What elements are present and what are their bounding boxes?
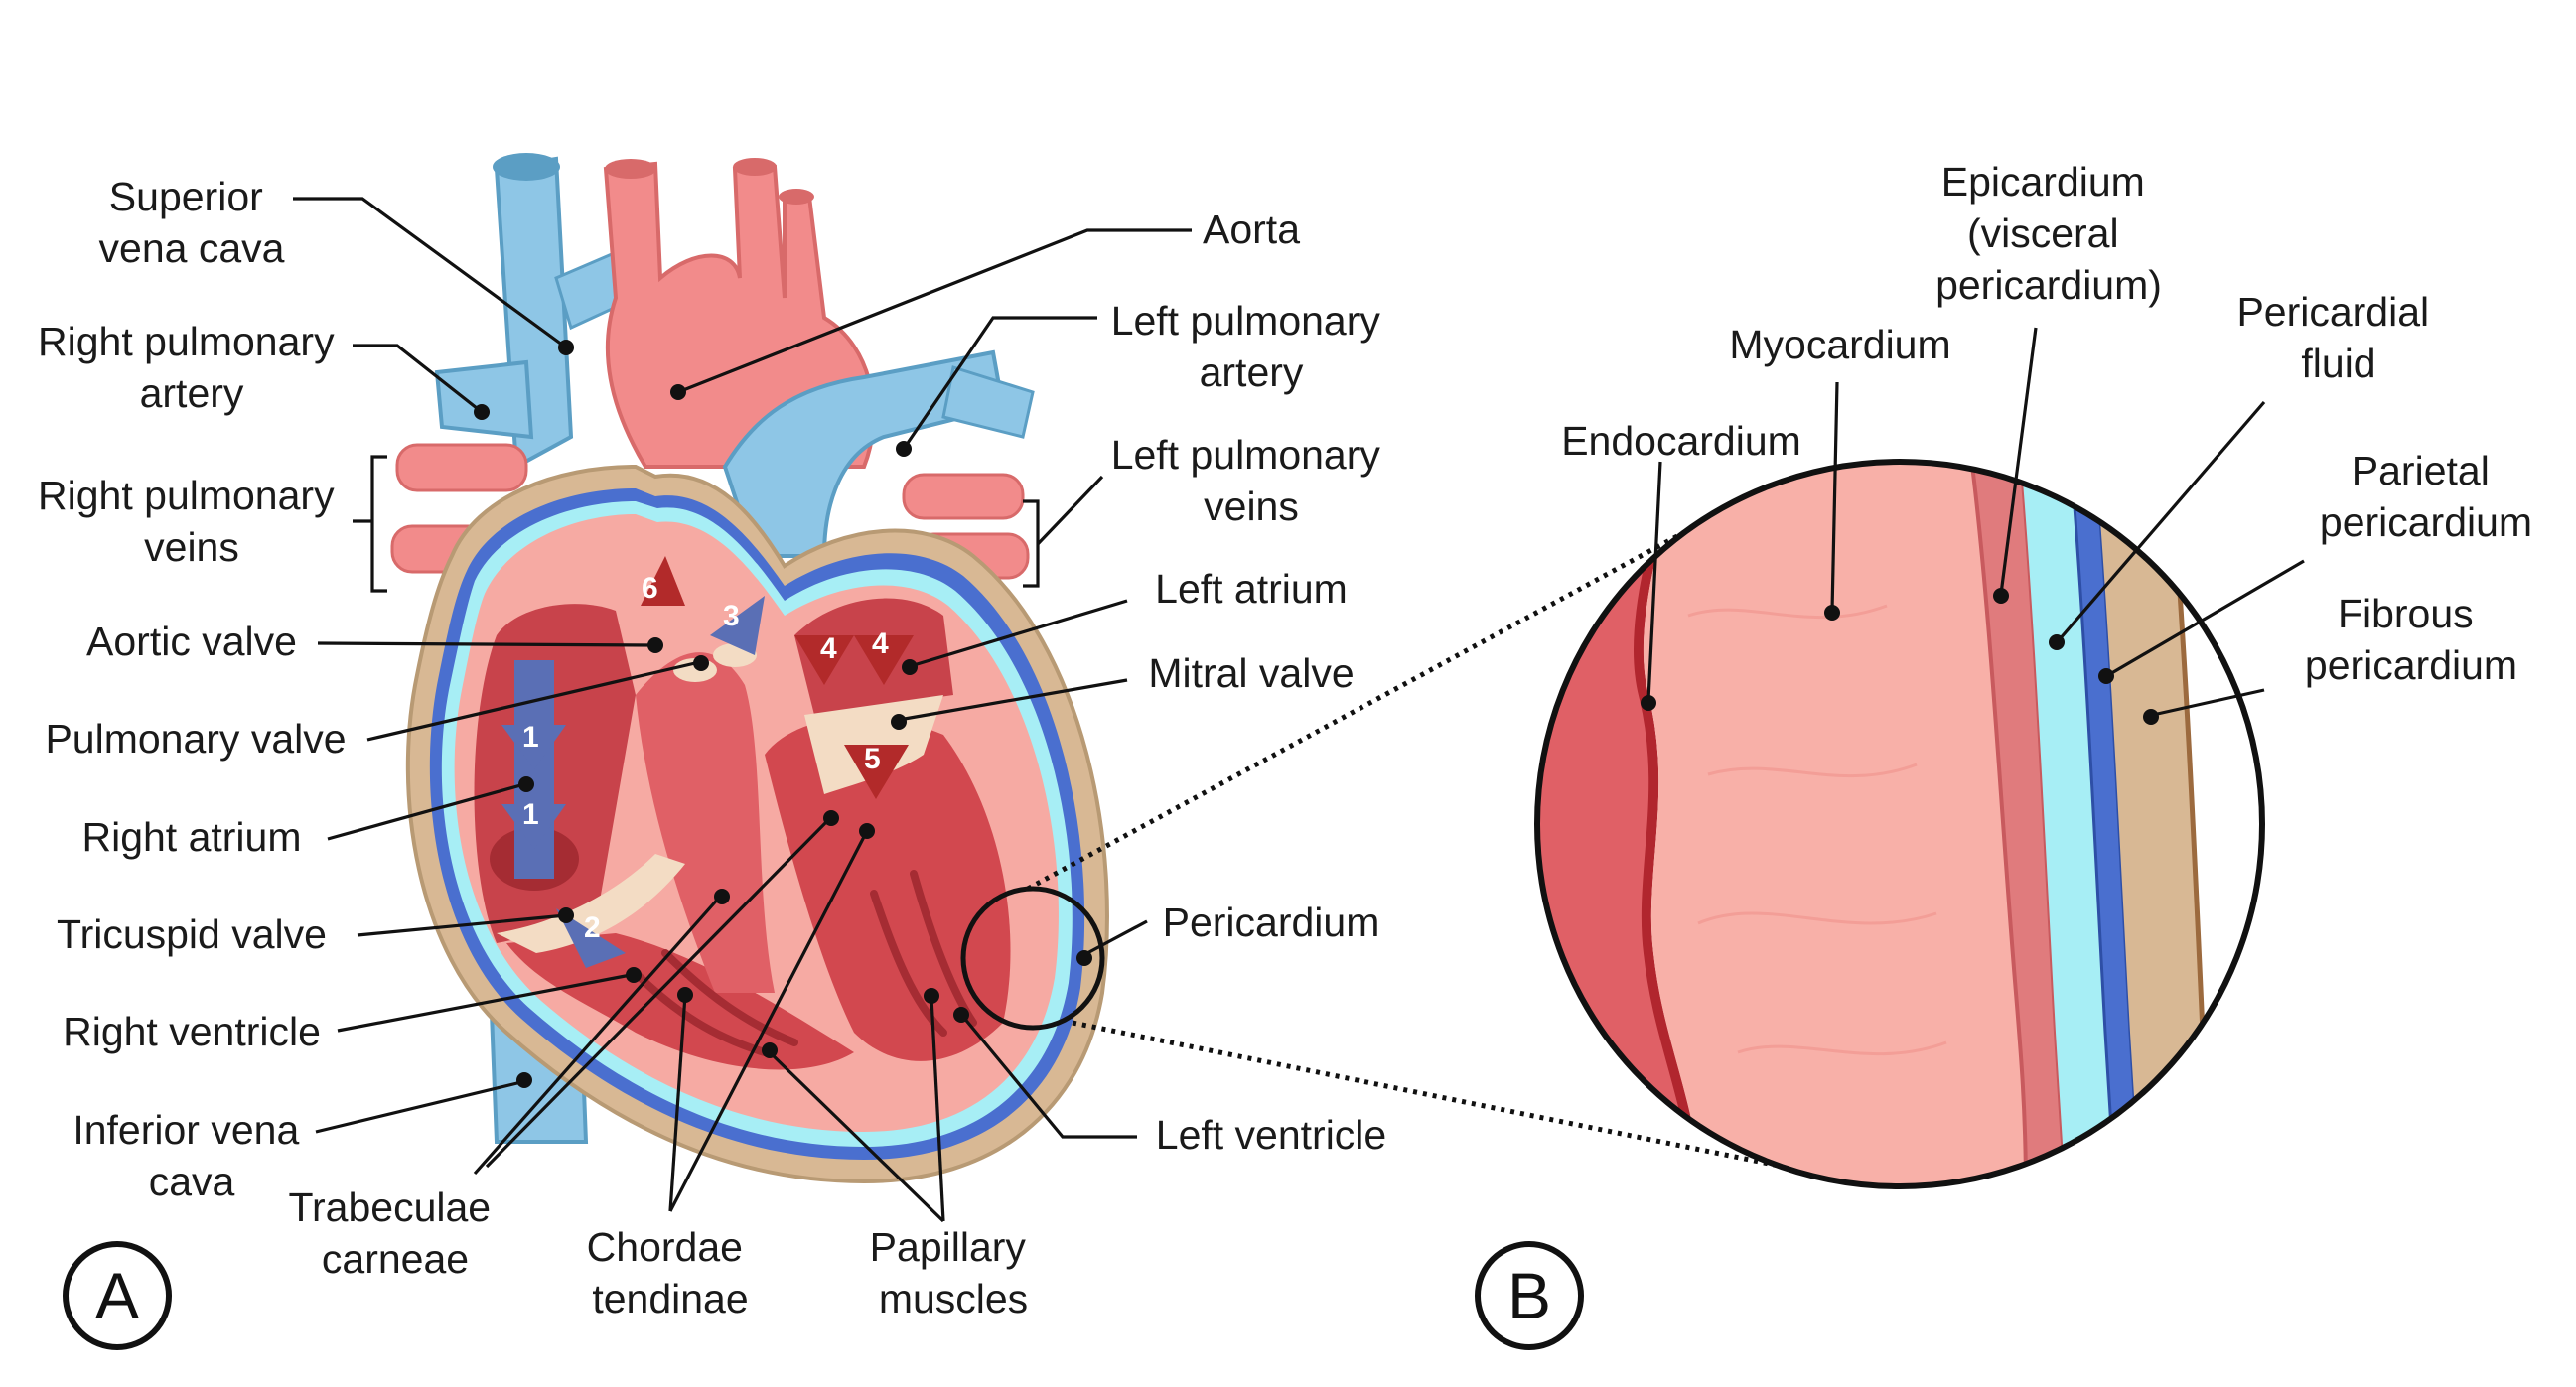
flow-number-3: 3: [723, 600, 740, 632]
panel-a-leaders: [293, 197, 1192, 1223]
label-right-atrium: Right atrium: [81, 814, 301, 860]
label-parietal-pericardium: Parietal pericardium: [2320, 448, 2532, 545]
flow-number-5: 5: [864, 743, 881, 775]
label-fibrous-pericardium: Fibrous pericardium: [2305, 591, 2517, 688]
panel-b-labels: Epicardium (visceral pericardium) Myocar…: [1561, 159, 2532, 688]
label-left-pulmonary-artery: Left pulmonary artery: [1111, 298, 1392, 395]
label-papillary-muscles: Papillary muscles: [870, 1224, 1038, 1321]
panel-letter-a: A: [63, 1241, 172, 1350]
label-endocardium: Endocardium: [1561, 418, 1801, 464]
label-epicardium: Epicardium (visceral pericardium): [1935, 159, 2162, 308]
epicardium-layer: [1968, 462, 2069, 1186]
label-mitral-valve: Mitral valve: [1148, 650, 1354, 696]
label-myocardium: Myocardium: [1729, 322, 1950, 367]
label-right-pulmonary-artery: Right pulmonary artery: [38, 319, 346, 416]
label-right-pulmonary-veins: Right pulmonary veins: [38, 473, 346, 570]
right-pulmonary-artery-vessel: [434, 359, 534, 440]
right-ventricle-chamber: [506, 933, 854, 1070]
pericardial-fluid-layer: [2021, 462, 2115, 1186]
label-pericardium: Pericardium: [1163, 900, 1380, 945]
zoom-connectors: [1026, 508, 1883, 1189]
flow-number-4a: 4: [820, 632, 837, 665]
tricuspid-valve-shape: [497, 854, 685, 953]
magnified-view-circle: [1534, 459, 2265, 1189]
label-tricuspid-valve: Tricuspid valve: [57, 911, 327, 957]
flow-number-1a: 1: [522, 721, 539, 754]
parietal-pericardium-layer: [2069, 462, 2142, 1186]
label-right-ventricle: Right ventricle: [63, 1009, 321, 1054]
label-aorta: Aorta: [1203, 207, 1300, 252]
label-trabeculae-carneae: Trabeculae carneae: [288, 1184, 501, 1282]
panel-a-labels: Superior vena cava Right pulmonary arter…: [38, 174, 1392, 1321]
label-left-atrium: Left atrium: [1155, 566, 1348, 612]
flow-number-2: 2: [584, 911, 601, 944]
label-inferior-vena-cava: Inferior vena cava: [72, 1107, 310, 1204]
zoom-region-circle: [960, 886, 1105, 1031]
label-pulmonary-valve: Pulmonary valve: [45, 716, 346, 762]
flow-number-6: 6: [642, 572, 658, 605]
label-pericardial-fluid: Pericardial fluid: [2236, 289, 2440, 386]
heart-illustration: [390, 153, 1109, 1184]
label-left-pulmonary-veins: Left pulmonary veins: [1111, 432, 1392, 529]
panel-letter-b: B: [1475, 1241, 1584, 1350]
flow-step-numbers: 1 1 2 3 4 4 5 6: [522, 572, 889, 944]
flow-number-4b: 4: [872, 627, 889, 660]
label-superior-vena-cava: Superior vena cava: [99, 174, 285, 271]
myocardium-layer: [1643, 462, 2026, 1186]
svg-text:B: B: [1507, 1259, 1551, 1332]
flow-number-1b: 1: [522, 798, 539, 831]
label-chordae-tendinae: Chordae tendinae: [587, 1224, 755, 1321]
wall-magnification: [1537, 462, 2262, 1186]
label-left-ventricle: Left ventricle: [1156, 1112, 1386, 1158]
label-aortic-valve: Aortic valve: [86, 619, 297, 664]
panel-b-leaders: [1641, 327, 2305, 725]
svg-text:A: A: [95, 1259, 139, 1332]
